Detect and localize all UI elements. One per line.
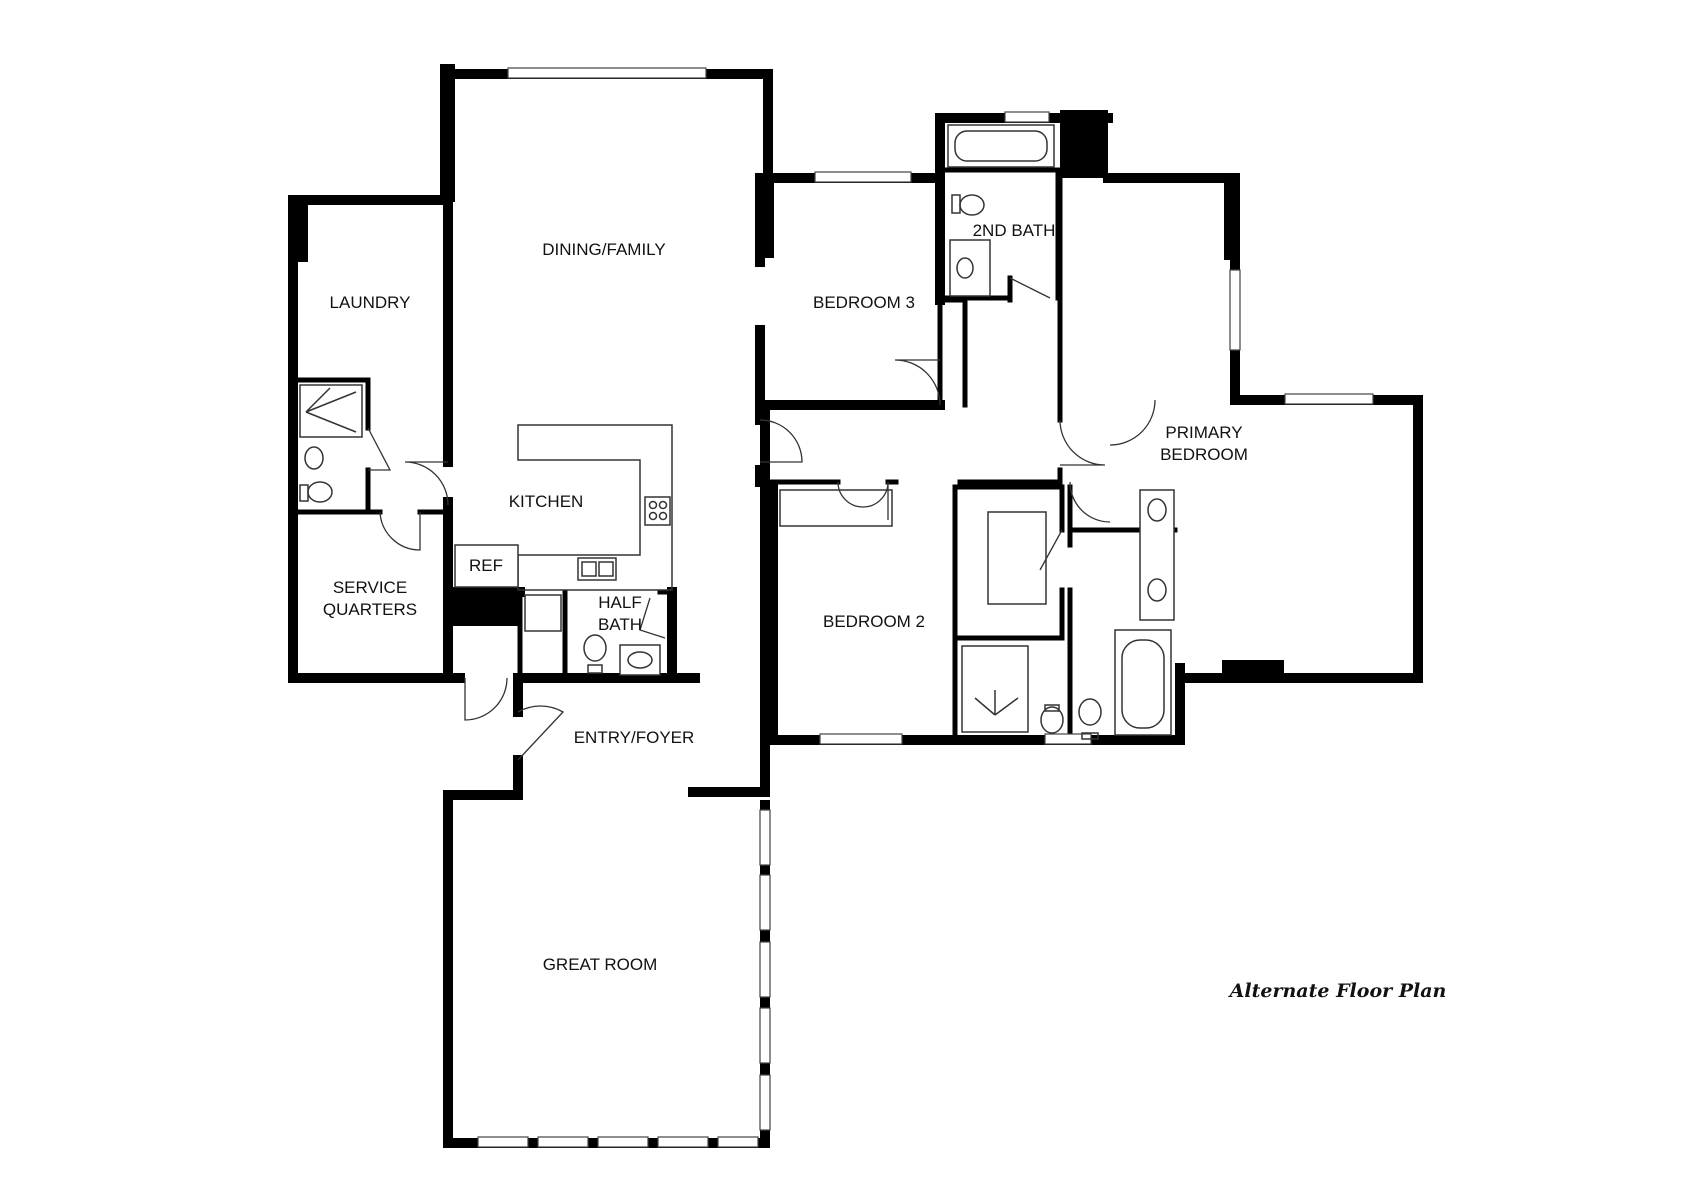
label-bedroom-3: BEDROOM 3 bbox=[813, 293, 915, 312]
label-2nd-bath: 2ND BATH bbox=[973, 221, 1056, 240]
label-kitchen: KITCHEN bbox=[509, 492, 584, 511]
label-primary-bedroom-1: PRIMARY bbox=[1165, 423, 1242, 442]
label-service-quarters-1: SERVICE bbox=[333, 578, 407, 597]
windows bbox=[477, 67, 1374, 1148]
label-great-room: GREAT ROOM bbox=[543, 955, 658, 974]
label-half-bath-1: HALF bbox=[598, 593, 641, 612]
bath-fixtures bbox=[299, 124, 1175, 740]
label-service-quarters-2: QUARTERS bbox=[323, 600, 417, 619]
label-bedroom-2: BEDROOM 2 bbox=[823, 612, 925, 631]
doors bbox=[367, 277, 1156, 761]
label-dining-family: DINING/FAMILY bbox=[542, 240, 665, 259]
label-half-bath-2: BATH bbox=[598, 615, 642, 634]
label-ref: REF bbox=[469, 556, 503, 575]
room-labels: DINING/FAMILY LAUNDRY KITCHEN REF SERVIC… bbox=[323, 221, 1248, 974]
label-primary-bedroom-2: BEDROOM bbox=[1160, 445, 1248, 464]
label-entry-foyer: ENTRY/FOYER bbox=[574, 728, 695, 747]
kitchen-fixtures bbox=[454, 424, 673, 632]
wall-blocks bbox=[293, 64, 1284, 740]
plan-caption: Alternate Floor Plan bbox=[1228, 980, 1447, 1002]
label-laundry: LAUNDRY bbox=[330, 293, 411, 312]
